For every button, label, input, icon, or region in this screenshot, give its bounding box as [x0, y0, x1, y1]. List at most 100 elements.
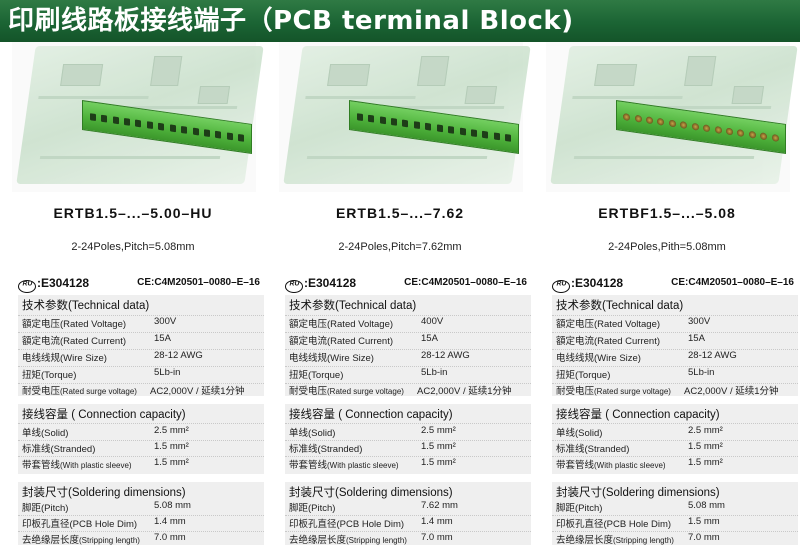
spec-value: 300V	[154, 316, 177, 327]
spec-value: 7.0 mm	[421, 532, 453, 543]
spec-row: 脚距(Pitch) 5.08 mm	[556, 500, 796, 515]
spec-row: 額定电流(Rated Current) 15A	[22, 333, 262, 348]
ul-logo-icon: ᴿᵁ	[18, 280, 36, 293]
poles-pitch-note: 2-24Poles,Pith=5.08mm	[608, 241, 726, 253]
terminal-hole	[425, 122, 432, 131]
spec-row: 額定电压(Rated Voltage) 300V	[556, 316, 796, 331]
terminal-hole	[657, 117, 665, 126]
spec-value: 7.0 mm	[154, 532, 186, 543]
connection-capacity-title: 接线容量 ( Connection capacity)	[22, 409, 186, 421]
spec-value: 2.5 mm²	[421, 425, 456, 436]
spec-value: 7.0 mm	[688, 532, 720, 543]
certification-row: ᴿᵁ:E304128 CE:C4M20501–0080–E–16	[285, 276, 531, 293]
spec-row: 去绝缘层长度(Stripping length) 7.0 mm	[22, 532, 262, 547]
spec-label: 耐受电压(Rated surge voltage)	[556, 386, 671, 397]
spec-row: 电线线规(Wire Size) 28-12 AWG	[556, 350, 796, 365]
terminal-hole	[714, 125, 722, 134]
spec-label: 印板孔直径(PCB Hole Dim)	[22, 519, 138, 530]
spec-row: 印板孔直径(PCB Hole Dim) 1.4 mm	[22, 516, 262, 531]
spec-value: AC2,000V / 延续1分钟	[684, 386, 779, 397]
connection-capacity-panel: 接线容量 ( Connection capacity) 单线(Solid) 2.…	[18, 404, 264, 474]
spec-value: 15A	[688, 333, 705, 344]
spec-label: 扭矩(Torque)	[22, 370, 77, 381]
terminal-hole	[238, 133, 245, 142]
spec-value: 300V	[688, 316, 711, 327]
spec-label: 去绝缘层长度(Stripping length)	[22, 535, 140, 546]
spec-label: 单线(Solid)	[22, 428, 69, 439]
spec-label: 印板孔直径(PCB Hole Dim)	[556, 519, 672, 530]
spec-row: 标准线(Stranded) 1.5 mm²	[289, 441, 529, 456]
spec-row: 单线(Solid) 2.5 mm²	[289, 425, 529, 440]
terminal-hole	[470, 128, 477, 137]
product-column: ERTBF1.5–...–5.08 2-24Poles,Pith=5.08mm …	[534, 42, 800, 552]
spec-row: 額定电流(Rated Current) 15A	[556, 333, 796, 348]
ce-code: CE:C4M20501–0080–E–16	[137, 277, 260, 288]
spec-label: 印板孔直径(PCB Hole Dim)	[289, 519, 405, 530]
spec-label: 电线线规(Wire Size)	[289, 353, 374, 364]
spec-value: 7.62 mm	[421, 500, 458, 511]
spec-label: 扭矩(Torque)	[289, 370, 344, 381]
poles-pitch-note: 2-24Poles,Pitch=5.08mm	[71, 241, 195, 253]
spec-row: 去绝缘层长度(Stripping length) 7.0 mm	[556, 532, 796, 547]
certification-row: ᴿᵁ:E304128 CE:C4M20501–0080–E–16	[552, 276, 798, 293]
spec-label: 額定电压(Rated Voltage)	[22, 319, 127, 330]
ce-code: CE:C4M20501–0080–E–16	[404, 277, 527, 288]
spec-value: AC2,000V / 延续1分钟	[417, 386, 512, 397]
spec-value: 28-12 AWG	[421, 350, 470, 361]
spec-label: 标准线(Stranded)	[289, 444, 363, 455]
terminal-hole	[158, 122, 165, 131]
soldering-dimensions-title: 封装尺寸(Soldering dimensions)	[22, 487, 186, 499]
spec-label: 脚距(Pitch)	[556, 503, 603, 514]
connection-capacity-title: 接线容量 ( Connection capacity)	[556, 409, 720, 421]
terminal-hole	[379, 115, 386, 124]
terminal-hole	[668, 118, 676, 127]
spec-label: 标准线(Stranded)	[556, 444, 630, 455]
terminal-hole	[192, 127, 199, 135]
terminal-hole	[181, 125, 188, 134]
spec-row: 标准线(Stranded) 1.5 mm²	[22, 441, 262, 456]
spec-label: 額定电流(Rated Current)	[289, 336, 393, 347]
terminal-hole	[459, 127, 466, 135]
certification-row: ᴿᵁ:E304128 CE:C4M20501–0080–E–16	[18, 276, 264, 293]
ce-code: CE:C4M20501–0080–E–16	[671, 277, 794, 288]
terminal-hole	[634, 114, 642, 123]
model-number: ERTB1.5–...–5.00–HU	[53, 205, 213, 221]
model-number: ERTBF1.5–...–5.08	[598, 205, 736, 221]
product-photo	[279, 42, 531, 192]
spec-label: 額定电流(Rated Current)	[556, 336, 660, 347]
spec-label: 去绝缘层长度(Stripping length)	[289, 535, 407, 546]
spec-value: 1.5 mm²	[154, 441, 189, 452]
spec-row: 去绝缘层长度(Stripping length) 7.0 mm	[289, 532, 529, 547]
terminal-hole	[123, 117, 130, 126]
terminal-hole	[203, 128, 210, 137]
terminal-hole	[112, 115, 119, 124]
spec-row: 額定电压(Rated Voltage) 300V	[22, 316, 262, 331]
spec-label: 带套管线(With plastic sleeve)	[289, 460, 399, 471]
spec-value: 1.5 mm²	[154, 457, 189, 468]
product-photo	[12, 42, 264, 192]
connection-capacity-title: 接线容量 ( Connection capacity)	[289, 409, 453, 421]
spec-value: 1.5 mm²	[688, 457, 723, 468]
terminal-hole	[726, 127, 733, 135]
terminal-hole	[493, 131, 500, 140]
spec-row: 扭矩(Torque) 5Lb-in	[556, 367, 796, 382]
spec-value: 5Lb-in	[688, 367, 715, 378]
terminal-hole	[482, 130, 489, 139]
technical-data-title: 技术参数(Technical data)	[289, 300, 417, 312]
terminal-hole	[89, 112, 96, 121]
spec-label: 脚距(Pitch)	[289, 503, 336, 514]
spec-label: 单线(Solid)	[289, 428, 336, 439]
spec-value: 1.5 mm²	[421, 441, 456, 452]
page-title: 印刷线路板接线端子（PCB terminal Block)	[0, 0, 800, 42]
terminal-hole	[368, 114, 375, 123]
spec-row: 单线(Solid) 2.5 mm²	[556, 425, 796, 440]
terminal-hole	[691, 122, 699, 131]
spec-value: 5Lb-in	[421, 367, 448, 378]
terminal-hole	[169, 123, 176, 132]
spec-row: 額定电压(Rated Voltage) 400V	[289, 316, 529, 331]
spec-label: 标准线(Stranded)	[22, 444, 96, 455]
terminal-hole	[623, 112, 631, 121]
spec-value: 5Lb-in	[154, 367, 181, 378]
soldering-dimensions-panel: 封装尺寸(Soldering dimensions) 脚距(Pitch) 7.6…	[285, 482, 531, 547]
spec-value: 5.08 mm	[154, 500, 191, 511]
